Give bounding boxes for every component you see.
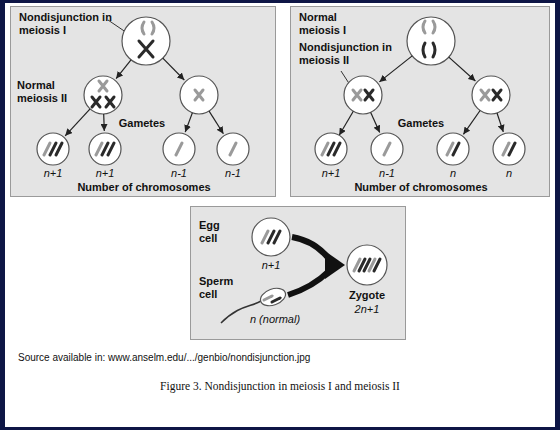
gamete-cell bbox=[437, 133, 469, 165]
light-chromosome bbox=[176, 143, 182, 155]
chromosome-count: n+1 bbox=[322, 167, 341, 180]
gamete-cell bbox=[89, 133, 121, 165]
gamete-cell bbox=[371, 133, 403, 165]
dark-chromosome bbox=[374, 259, 380, 271]
dark-chromosome bbox=[509, 143, 515, 155]
division-arrow bbox=[449, 57, 476, 81]
division-arrow bbox=[103, 114, 105, 131]
fusion-arrow-arm bbox=[292, 237, 329, 259]
daughter-cell bbox=[344, 76, 382, 114]
light-chromosome bbox=[264, 296, 272, 300]
light-chromosome bbox=[96, 143, 102, 155]
chromosome-count: n-1 bbox=[171, 167, 187, 180]
division-arrow bbox=[371, 112, 380, 132]
figure-caption: Figure 3. Nondisjunction in meiosis I an… bbox=[0, 380, 560, 394]
callout-label: Nondisjunction in meiosis II bbox=[299, 41, 393, 67]
division-arrow bbox=[339, 111, 353, 135]
dark-chromosome bbox=[274, 231, 280, 243]
light-chromosome bbox=[481, 90, 489, 100]
light-chromosome bbox=[384, 143, 390, 155]
axis-note: Number of chromosomes bbox=[354, 181, 487, 194]
chromosome-count: n (normal) bbox=[250, 313, 300, 326]
light-chromosome bbox=[99, 81, 107, 91]
gamete-cell bbox=[217, 133, 249, 165]
division-arrow bbox=[379, 56, 412, 82]
dark-homolog-pair bbox=[139, 41, 153, 57]
dark-chromosome bbox=[56, 143, 62, 155]
egg-cell bbox=[252, 218, 290, 256]
dark-chromosome bbox=[92, 97, 100, 107]
light-chromosome bbox=[322, 143, 328, 155]
chromosome-count: 2n+1 bbox=[355, 303, 380, 316]
stage-label: Gametes bbox=[119, 117, 165, 130]
chromosome-count: n bbox=[450, 167, 456, 180]
fusion-arrow-arm bbox=[288, 271, 329, 295]
chromosome-count: n-1 bbox=[379, 167, 395, 180]
figure-panel: Egg cell n+1Sperm cell n (normal) Zygote2n+… bbox=[190, 206, 406, 340]
axis-note: Number of chromosomes bbox=[77, 181, 210, 194]
dark-homolog-pair bbox=[423, 43, 435, 57]
chromosome-count: n bbox=[506, 167, 512, 180]
cell-label: Sperm cell bbox=[199, 275, 245, 301]
light-chromosome bbox=[503, 143, 509, 155]
division-arrow bbox=[185, 113, 192, 132]
light-chromosome bbox=[195, 90, 203, 100]
gamete-cell bbox=[37, 133, 69, 165]
parent-cell bbox=[122, 17, 170, 65]
dark-chromosome bbox=[365, 90, 373, 100]
light-chromosome bbox=[353, 90, 361, 100]
chromosome-count: n+1 bbox=[96, 167, 115, 180]
light-chromosome bbox=[44, 143, 50, 155]
callout-label: Nondisjunction in meiosis I bbox=[19, 11, 113, 37]
division-arrow bbox=[65, 109, 90, 136]
stage-label: Gametes bbox=[398, 117, 444, 130]
light-homolog-pair bbox=[142, 22, 154, 34]
figure-panel: Normal meiosis I Nondisjunction in meiosi… bbox=[290, 6, 550, 197]
daughter-cell bbox=[472, 76, 510, 114]
gamete-cell bbox=[163, 133, 195, 165]
dark-chromosome bbox=[268, 231, 274, 243]
chromosome-count: n-1 bbox=[225, 167, 241, 180]
stage-label: Normal meiosis II bbox=[17, 79, 81, 105]
light-homolog-pair bbox=[423, 21, 435, 33]
light-chromosome bbox=[262, 231, 268, 243]
gamete-cell bbox=[315, 133, 347, 165]
division-arrow bbox=[209, 111, 223, 134]
gamete-cell bbox=[493, 133, 525, 165]
chromosome-count: n+1 bbox=[262, 259, 281, 272]
dark-chromosome bbox=[272, 298, 280, 302]
dark-chromosome bbox=[493, 90, 501, 100]
parent-cell bbox=[407, 17, 455, 65]
fusion-arrowhead bbox=[325, 251, 345, 279]
division-arrow bbox=[463, 111, 480, 135]
sperm-head bbox=[258, 285, 288, 309]
division-arrow bbox=[163, 58, 185, 80]
dark-chromosome bbox=[334, 143, 340, 155]
dark-chromosome bbox=[108, 143, 114, 155]
dark-chromosome bbox=[50, 143, 56, 155]
source-note: Source available in: www.anselm.edu/.../… bbox=[18, 352, 310, 364]
cell-label: Zygote bbox=[349, 289, 385, 302]
stage-label: Normal meiosis I bbox=[299, 11, 363, 37]
dark-chromosome bbox=[328, 143, 334, 155]
zygote-cell bbox=[347, 245, 387, 285]
division-arrow bbox=[497, 113, 503, 132]
division-arrow bbox=[116, 60, 131, 79]
light-chromosome bbox=[230, 143, 236, 155]
chromosome-count: n+1 bbox=[44, 167, 63, 180]
figure-panel: Nondisjunction in meiosis I Normal meiosi… bbox=[10, 6, 276, 197]
dark-chromosome bbox=[106, 97, 114, 107]
dark-chromosome bbox=[102, 143, 108, 155]
light-chromosome bbox=[447, 143, 453, 155]
daughter-cell bbox=[180, 76, 218, 114]
dark-chromosome bbox=[453, 143, 459, 155]
daughter-cell bbox=[84, 76, 122, 114]
cell-label: Egg cell bbox=[199, 219, 237, 245]
